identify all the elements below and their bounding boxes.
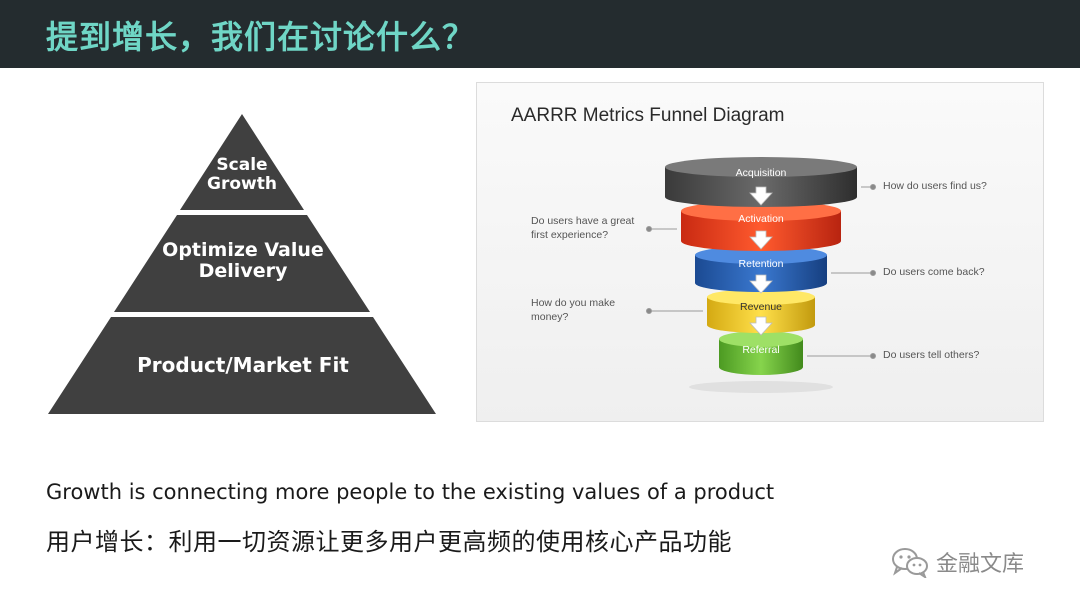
funnel-stage-referral [719,331,803,375]
question-revenue: How do you make money? [531,297,616,323]
stage-label-acquisition: Acquisition [735,167,787,179]
funnel-arrows [749,186,773,336]
pyramid-graphic [48,114,436,414]
question-connectors [646,184,876,359]
watermark: 金融文库 [890,544,1024,580]
funnel-graphic [646,157,876,393]
pyramid-level-scale-growth [180,114,304,210]
caption-chinese: 用户增长：利用一切资源让更多用户更高频的使用核心产品功能 [46,528,732,556]
question-activation: Do users have a great first experience? [531,215,635,241]
question-retention: Do users come back? [883,266,985,278]
question-referral: Do users tell others? [883,349,980,361]
funnel-stage-retention [695,246,827,292]
pyramid-level-product-market-fit [48,317,436,414]
caption-english: Growth is connecting more people to the … [46,480,775,504]
stage-label-retention: Retention [738,258,784,270]
watermark-text: 金融文库 [936,552,1025,577]
funnel-title: AARRR Metrics Funnel Diagram [511,105,785,126]
growth-pyramid: Scale Growth Optimize Value Delivery Pro… [48,110,438,420]
wechat-icon [892,548,928,578]
pyramid-label-optimize-value: Optimize Value Delivery [162,239,324,283]
pyramid-level-optimize-value [114,215,370,312]
stage-label-referral: Referral [742,344,780,356]
stage-label-activation: Activation [738,213,784,225]
stage-label-revenue: Revenue [739,301,783,313]
pyramid-label-scale-growth: Scale Growth [207,155,277,195]
page-title: 提到增长，我们在讨论什么？ [46,18,476,56]
question-acquisition: How do users find us? [883,180,987,192]
funnel-stage-revenue [707,289,815,333]
header-bar: 提到增长，我们在讨论什么？ [0,0,1080,68]
aarrr-funnel-card: AARRR Metrics Funnel Diagram [476,82,1044,422]
funnel-shadow [689,381,833,393]
pyramid-label-product-market-fit: Product/Market Fit [137,353,349,377]
